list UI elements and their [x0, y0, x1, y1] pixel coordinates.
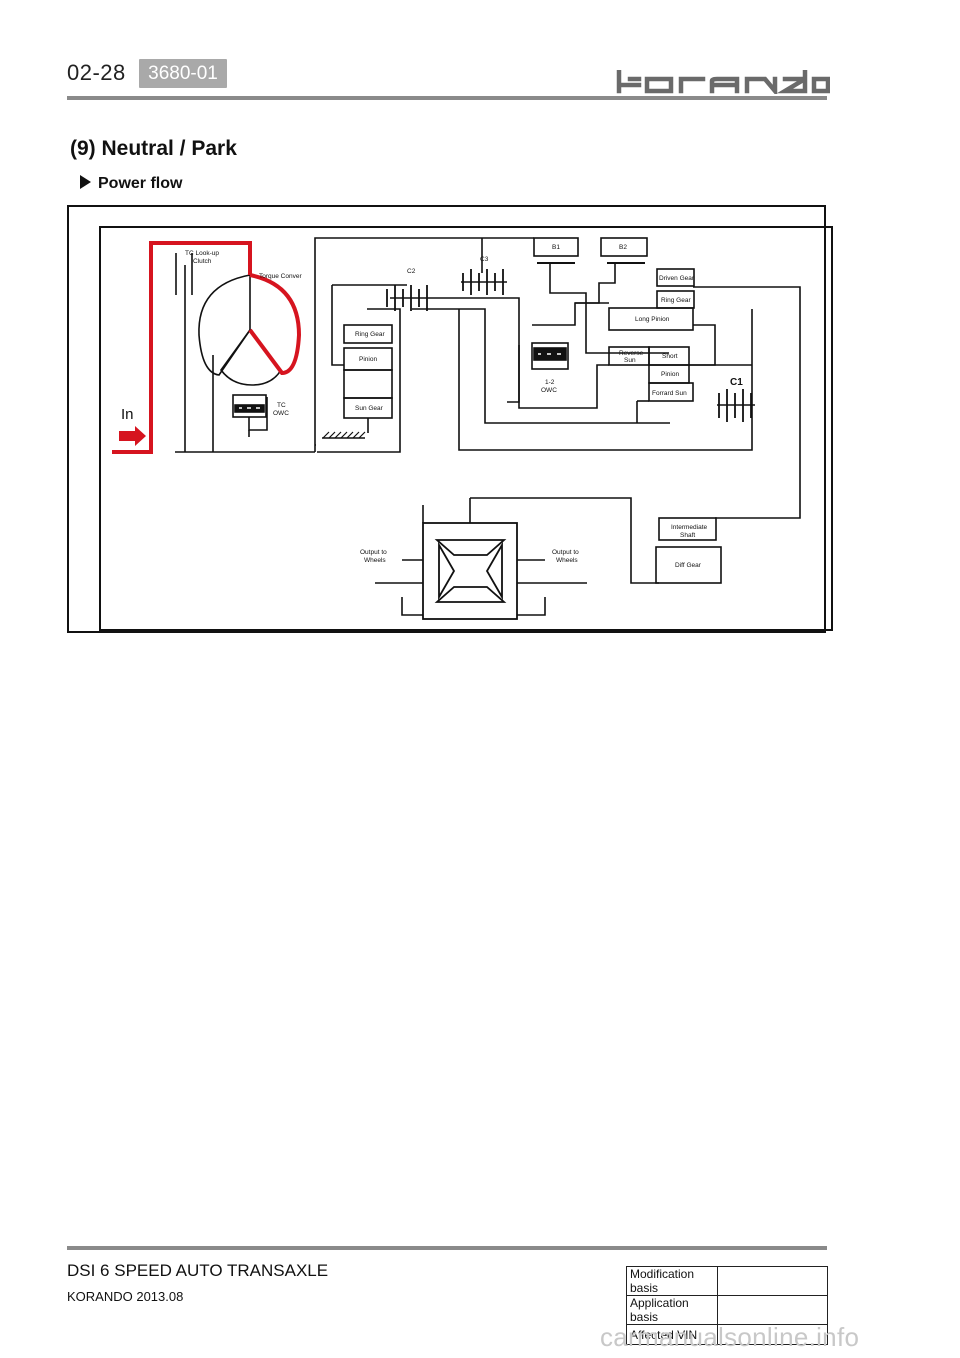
input-arrow-icon	[119, 426, 146, 446]
label-driven-gear: Driven Gear	[659, 275, 695, 282]
label-output-left: Output to	[360, 549, 387, 556]
table-cell-value	[717, 1266, 828, 1296]
label-tc-owc-2: OWC	[273, 410, 289, 417]
table-row: Modification basis	[626, 1266, 828, 1296]
label-long-pinion: Long Pinion	[635, 316, 670, 323]
label-pinion-2: Pinion	[661, 371, 679, 378]
table-cell-value	[717, 1324, 828, 1345]
label-diff-gear: Diff Gear	[675, 562, 702, 569]
korando-logo	[616, 70, 830, 94]
label-owc-12: 1-2	[545, 379, 555, 386]
table-row: Affected VIN	[626, 1324, 828, 1345]
document-subtitle: KORANDO 2013.08	[67, 1289, 184, 1304]
table-cell-value	[717, 1295, 828, 1325]
torque-converter-turbine	[198, 274, 251, 376]
modification-info-table: Modification basis Application basis Aff…	[626, 1266, 828, 1345]
label-output-left-2: Wheels	[364, 557, 386, 564]
label-pinion: Pinion	[359, 356, 377, 363]
label-c1: C1	[730, 377, 743, 388]
label-ring-gear: Ring Gear	[355, 331, 385, 338]
label-reverse-sun: Reverse	[619, 350, 644, 357]
label-tc-lockup-2: Clutch	[193, 258, 212, 265]
label-ring-gear-2: Ring Gear	[661, 297, 691, 304]
triangle-bullet-icon	[80, 175, 91, 189]
label-c3: C3	[480, 256, 489, 263]
label-intermediate-shaft: Intermediate	[671, 524, 708, 531]
label-tc-lockup: TC Look-up	[185, 250, 219, 257]
label-short: Short	[662, 353, 678, 360]
label-b1: B1	[552, 244, 560, 251]
subsection-title: Power flow	[98, 175, 183, 192]
label-tc-owc: TC	[277, 402, 286, 409]
table-cell-label: Modification basis	[626, 1266, 718, 1296]
power-flow-path	[112, 241, 252, 454]
label-output-right-2: Wheels	[556, 557, 578, 564]
torque-converter-stator	[220, 328, 282, 386]
label-forward-sun: Forrard Sun	[652, 390, 687, 397]
footer-rule	[67, 1246, 827, 1250]
label-owc-12-2: OWC	[541, 387, 557, 394]
table-row: Application basis	[626, 1295, 828, 1325]
label-torque-converter: Torque Conver	[259, 273, 302, 280]
power-flow-diagram: TC Look-up Clutch Torque Conver TC OWC I…	[67, 205, 833, 633]
header-rule	[67, 96, 827, 100]
table-cell-label: Affected VIN	[626, 1324, 718, 1345]
document-title: DSI 6 SPEED AUTO TRANSAXLE	[67, 1261, 329, 1280]
label-output-right: Output to	[552, 549, 579, 556]
section-code-badge: 3680-01	[139, 59, 227, 88]
label-intermediate-shaft-2: Shaft	[680, 532, 695, 539]
label-in: In	[121, 406, 134, 423]
label-b2: B2	[619, 244, 627, 251]
label-sun-gear: Sun Gear	[355, 405, 384, 412]
table-cell-label: Application basis	[626, 1295, 718, 1325]
watermark: carmanualsonline.info	[600, 1322, 860, 1352]
subsection-heading: Power flow	[80, 175, 182, 193]
torque-converter-impeller	[248, 273, 302, 376]
page-number: 02-28	[67, 60, 126, 85]
label-c2: C2	[407, 268, 416, 275]
section-title: (9) Neutral / Park	[70, 137, 237, 160]
label-reverse-sun-2: Sun	[624, 357, 636, 364]
